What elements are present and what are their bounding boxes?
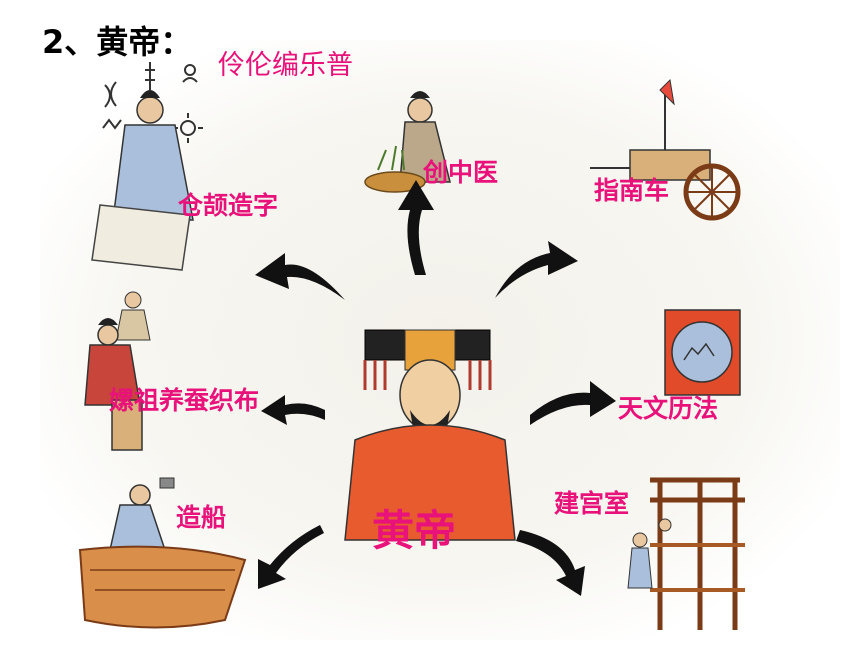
label-writing: 仓颉造字: [178, 191, 279, 220]
label-palace: 建宫室: [554, 489, 630, 518]
arrow-to-chariot: [495, 241, 578, 298]
label-compass-cart: 指南车: [594, 176, 670, 205]
palace-construction: [627, 477, 745, 630]
south-pointing-chariot: [590, 78, 741, 221]
arrow-to-boat: [258, 525, 324, 589]
arrow-to-writing: [255, 253, 345, 300]
leizu-figures: [84, 291, 151, 451]
calendar-disc: [664, 309, 741, 396]
label-silk: 嫘祖养蚕织布: [109, 386, 260, 415]
label-music: 伶伦编乐普: [218, 50, 353, 81]
boatbuilder-figure: [78, 477, 247, 629]
label-boat: 造船: [176, 503, 227, 532]
label-center: 黄帝: [372, 506, 457, 555]
slide-heading: 2、黄帝：: [42, 23, 193, 61]
arrow-to-silk: [261, 395, 325, 425]
herbalist-figure: [364, 91, 451, 193]
label-calendar: 天文历法: [618, 394, 719, 423]
arrow-to-palace: [516, 530, 585, 596]
cangjie-figure: [91, 90, 194, 271]
arrow-to-calendar: [530, 381, 616, 425]
huangdi-figure: [344, 329, 516, 541]
arrow-to-medicine: [398, 180, 434, 275]
arrows: [255, 180, 616, 596]
label-medicine: 创中医: [423, 158, 499, 187]
